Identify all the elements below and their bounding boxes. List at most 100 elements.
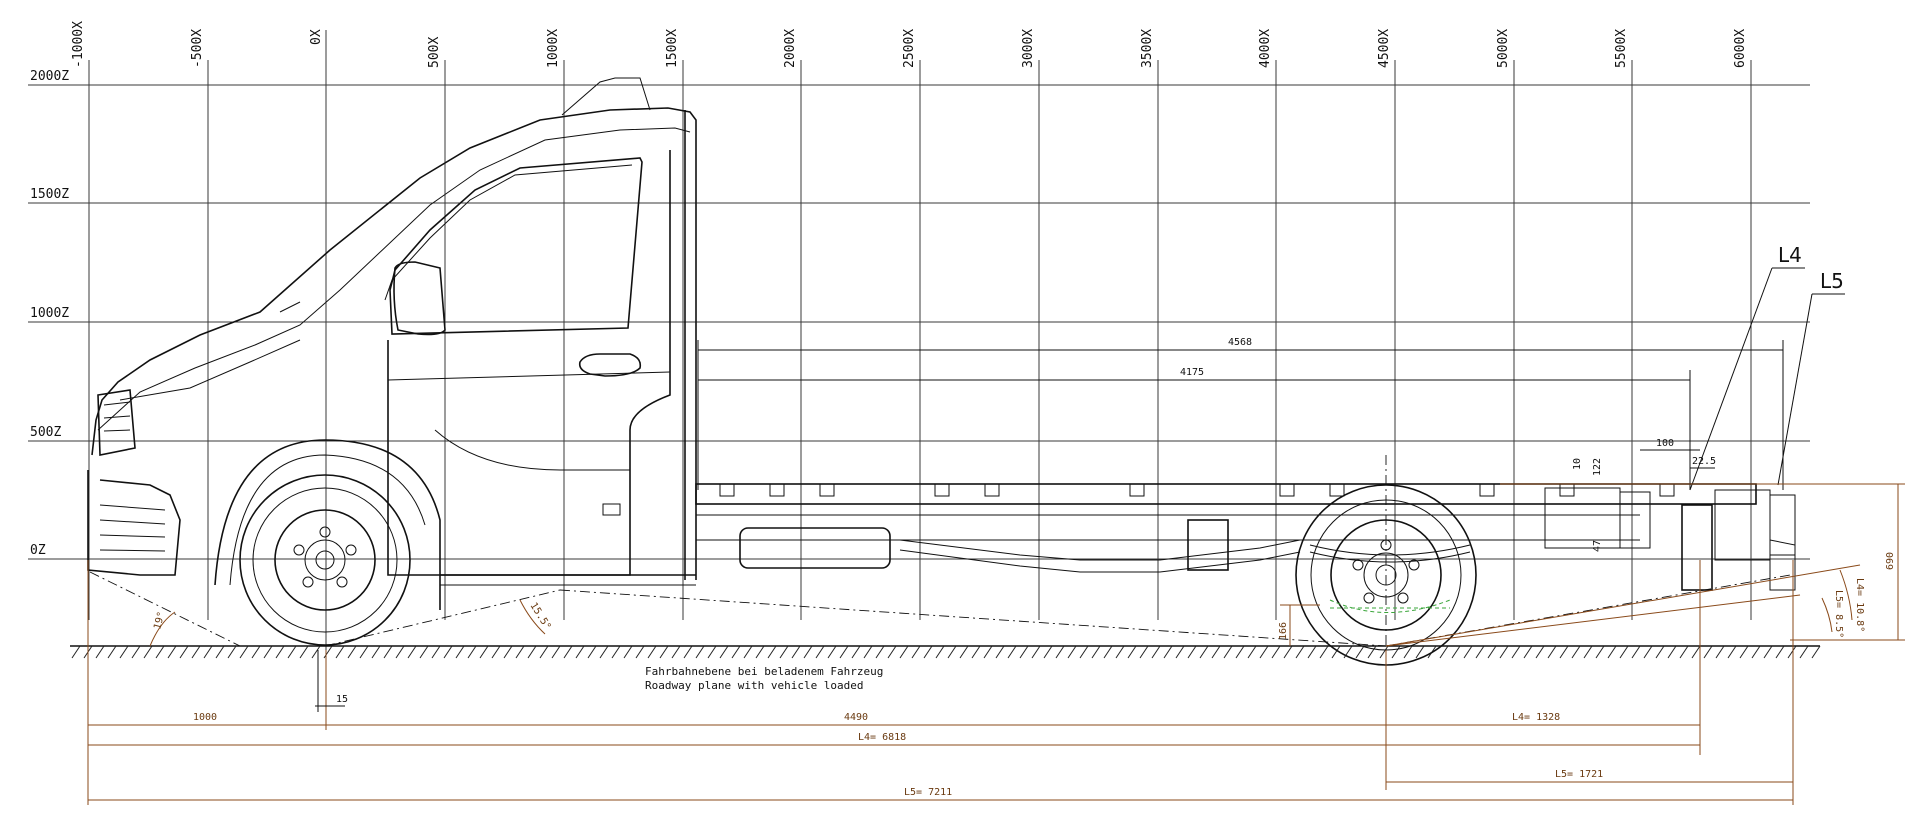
ground-hatch <box>947 645 957 659</box>
ground-hatch <box>1751 645 1761 659</box>
ground-hatch <box>1163 645 1173 659</box>
ground-hatch <box>1019 645 1029 659</box>
ground-hatch <box>203 645 213 659</box>
ground-hatch <box>743 645 753 659</box>
ground-hatch <box>911 645 921 659</box>
ground-hatch <box>1271 645 1281 659</box>
ground-hatch <box>683 645 693 659</box>
ground-hatch <box>1739 645 1749 659</box>
ground-hatch <box>1511 645 1521 659</box>
ground-hatch <box>803 645 813 659</box>
ground-hatch <box>1775 645 1785 659</box>
ground-hatch <box>443 645 453 659</box>
cross-member <box>719 484 735 497</box>
x-label: 3500X <box>1140 29 1155 68</box>
ground-hatch <box>311 645 321 659</box>
x-label: 2500X <box>902 29 917 68</box>
ground-hatch <box>599 645 609 659</box>
ground-hatch <box>1091 645 1101 659</box>
ground-hatch <box>1067 645 1077 659</box>
x-label: 0X <box>309 29 324 45</box>
cross-member <box>984 484 1000 497</box>
ground-hatch <box>935 645 945 659</box>
ground-hatch <box>1247 645 1257 659</box>
ground-hatch <box>1547 645 1557 659</box>
ground-hatch <box>1391 645 1401 659</box>
ground-hatch <box>1115 645 1125 659</box>
dim-4490: 4490 <box>844 712 868 723</box>
ground-hatch <box>1571 645 1581 659</box>
ground-hatch <box>1031 645 1041 659</box>
cross-member <box>819 484 835 497</box>
ground-hatch <box>527 645 537 659</box>
ground-hatch <box>1799 645 1809 659</box>
dim-22-5: 22.5 <box>1692 456 1716 467</box>
ground-hatch <box>1475 645 1485 659</box>
ground-hatch <box>467 645 477 659</box>
dim-l4-rear: L4= 1328 <box>1512 712 1560 723</box>
ground-hatch <box>1523 645 1533 659</box>
ground-hatch <box>707 645 717 659</box>
ground-hatch <box>1607 645 1617 659</box>
ground-hatch <box>155 645 165 659</box>
callout-l4: L4 <box>1778 243 1802 267</box>
x-label: -1000X <box>71 21 86 68</box>
z-grid <box>28 84 1810 560</box>
ground-hatch <box>371 645 381 659</box>
ground-hatch <box>1763 645 1773 659</box>
ground-hatch <box>863 645 873 659</box>
ground-hatch <box>719 645 729 659</box>
ground-hatch <box>503 645 513 659</box>
ground-hatch <box>623 645 633 659</box>
ground-hatch <box>779 645 789 659</box>
ground-hatch <box>1727 645 1737 659</box>
ground-hatch <box>1223 645 1233 659</box>
ground-hatch <box>971 645 981 659</box>
ground-hatch <box>1307 645 1317 659</box>
z-label: 1500Z <box>30 187 69 202</box>
ground-hatch <box>923 645 933 659</box>
approach-angle-label: 19° <box>152 610 167 630</box>
ground-hatch <box>659 645 669 659</box>
roadway-note-en: Roadway plane with vehicle loaded <box>645 679 864 692</box>
ground-hatch <box>1691 645 1701 659</box>
ground-hatch <box>539 645 549 659</box>
dim-15: 15 <box>336 694 348 705</box>
ground-hatch <box>71 645 81 659</box>
ground-hatch <box>791 645 801 659</box>
ground-hatch <box>287 645 297 659</box>
ground-hatch <box>1283 645 1293 659</box>
dim-l5-rear: L5= 1721 <box>1555 769 1603 780</box>
ground-hatch <box>899 645 909 659</box>
ground-hatch <box>1499 645 1509 659</box>
ground-hatch <box>1079 645 1089 659</box>
ground-hatch <box>263 645 273 659</box>
roadway-note-de: Fahrbahnebene bei beladenem Fahrzeug <box>645 665 883 678</box>
ground-hatch <box>1199 645 1209 659</box>
ground-hatch <box>1463 645 1473 659</box>
cross-member <box>1479 484 1495 497</box>
x-label: -500X <box>190 29 205 68</box>
ground-hatch <box>1535 645 1545 659</box>
z-label: 2000Z <box>30 69 69 84</box>
height-dimension: 690 166 <box>1278 483 1905 646</box>
ground-hatch <box>767 645 777 659</box>
ground-hatch <box>1355 645 1365 659</box>
ground-hatch <box>1403 645 1413 659</box>
ground-hatch <box>1631 645 1641 659</box>
ground-hatch <box>695 645 705 659</box>
ground-hatch <box>611 645 621 659</box>
x-label: 2000X <box>783 29 798 68</box>
ground-hatch <box>383 645 393 659</box>
l5-departure-angle-label: L5= 8.5° <box>1833 590 1844 638</box>
ground-hatch <box>1451 645 1461 659</box>
x-label: 5000X <box>1496 29 1511 68</box>
ground-hatch <box>1379 645 1389 659</box>
ground-hatch <box>1367 645 1377 659</box>
ground-hatch <box>851 645 861 659</box>
ground-hatch <box>1139 645 1149 659</box>
ground-hatch <box>239 645 249 659</box>
ground-hatch <box>959 645 969 659</box>
cross-member <box>934 484 950 497</box>
vehicle-cab <box>87 77 697 610</box>
